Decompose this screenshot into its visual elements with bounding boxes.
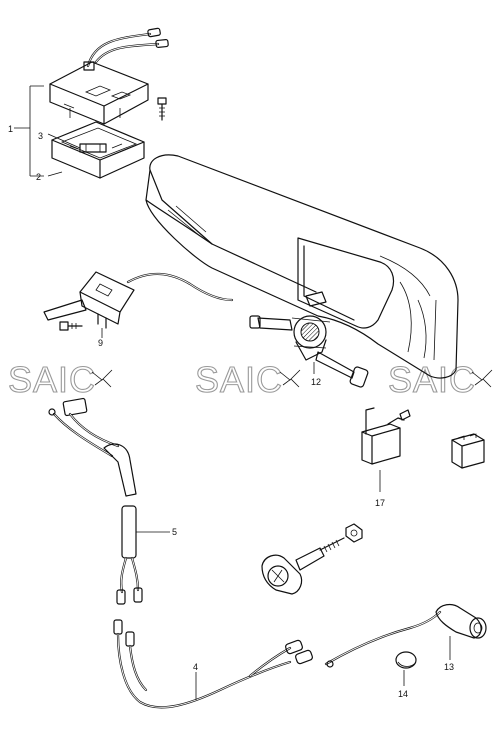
callout-5: 5 xyxy=(172,527,177,537)
watermark-text: SAIC xyxy=(388,359,476,400)
callout-13: 14 xyxy=(398,689,408,699)
flasher-relay xyxy=(361,407,411,492)
lighter-socket xyxy=(261,523,363,595)
watermark-logo-mark xyxy=(91,369,113,388)
watermark-text: SAIC xyxy=(8,359,96,400)
dashboard-panel xyxy=(145,154,459,379)
callout-17: 17 xyxy=(375,498,385,508)
watermark-logo-mark xyxy=(471,369,493,388)
callout-14: 12 xyxy=(311,377,321,387)
callout-9: 9 xyxy=(98,338,103,348)
wiring-harness-5 xyxy=(48,397,170,605)
cap-13 xyxy=(395,651,417,686)
watermark-right: SAIC xyxy=(387,358,493,401)
callout-12: 13 xyxy=(444,662,454,672)
watermark-text: SAIC xyxy=(195,359,283,400)
relay-block xyxy=(451,433,485,469)
callout-4: 4 xyxy=(193,662,198,672)
watermark-left: SAIC xyxy=(7,358,113,401)
combination-switch xyxy=(249,315,369,388)
watermark-logo-mark xyxy=(279,369,301,388)
callout-2: 2 xyxy=(36,172,41,182)
relay-box-assembly xyxy=(14,27,169,179)
wiring-harness-4 xyxy=(113,619,313,709)
callout-1: 1 xyxy=(8,124,13,134)
callout-3: 3 xyxy=(38,131,43,141)
watermark-center: SAIC xyxy=(194,358,301,401)
horn-button xyxy=(324,603,487,668)
hazard-switch xyxy=(43,271,234,338)
